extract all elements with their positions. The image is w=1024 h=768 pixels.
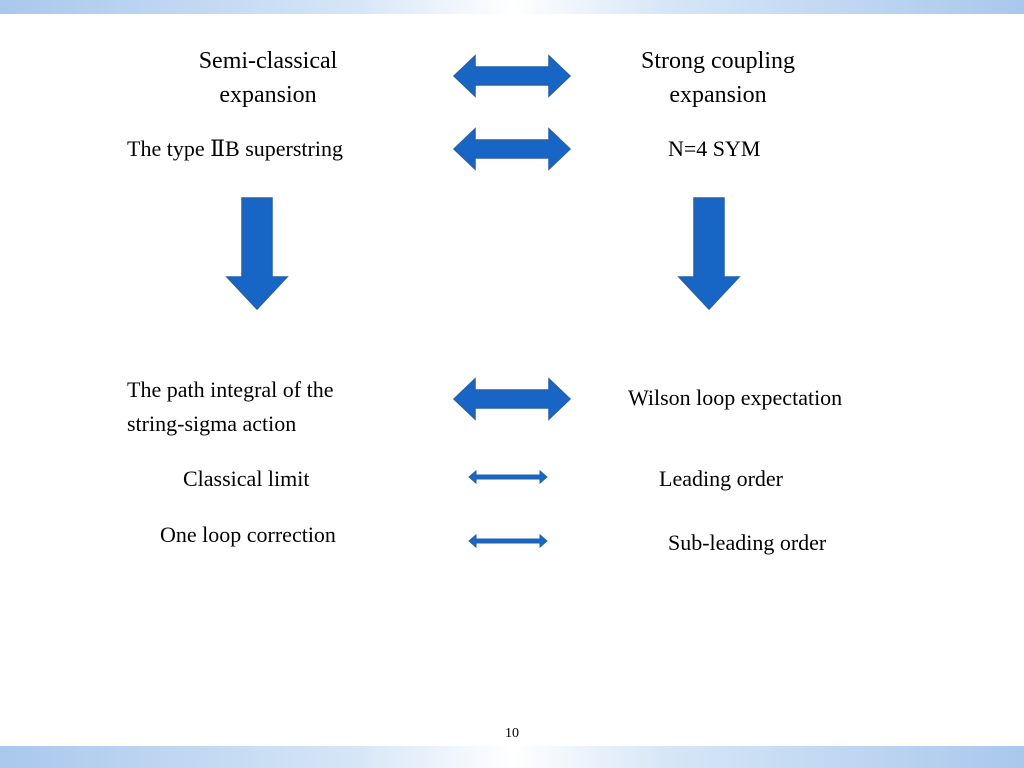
double-arrow-icon	[452, 377, 572, 421]
header-left-line2: expansion	[219, 82, 317, 108]
row2-left-line2: string-sigma action	[127, 411, 297, 436]
top-band	[0, 0, 1024, 14]
row4-right-label: Sub-leading order	[668, 530, 827, 555]
row1-right-label: N=4 SYM	[668, 136, 761, 161]
row4-left-label: One loop correction	[160, 522, 336, 547]
row2-left-label: The path integral of the string-sigma ac…	[127, 373, 333, 441]
page-number: 10	[505, 726, 519, 741]
header-right-line1: Strong coupling	[641, 48, 795, 74]
row2-left-line1: The path integral of the	[127, 377, 334, 402]
bottom-band	[0, 746, 1024, 768]
double-arrow-icon	[452, 54, 572, 98]
down-arrow-icon	[677, 197, 741, 311]
header-right-line2: expansion	[669, 82, 767, 108]
header-left: Semi-classical expansion	[168, 44, 368, 112]
thin-double-arrow-icon	[468, 533, 548, 549]
thin-double-arrow-icon	[468, 469, 548, 485]
down-arrow-icon	[225, 197, 289, 311]
row2-right-label: Wilson loop expectation	[628, 385, 843, 410]
row3-left-label: Classical limit	[183, 466, 310, 491]
row1-left-label: The type ⅡB superstring	[127, 136, 343, 161]
header-left-line1: Semi-classical	[198, 48, 338, 74]
header-right: Strong coupling expansion	[608, 44, 828, 112]
double-arrow-icon	[452, 127, 572, 171]
row3-right-label: Leading order	[659, 466, 783, 491]
